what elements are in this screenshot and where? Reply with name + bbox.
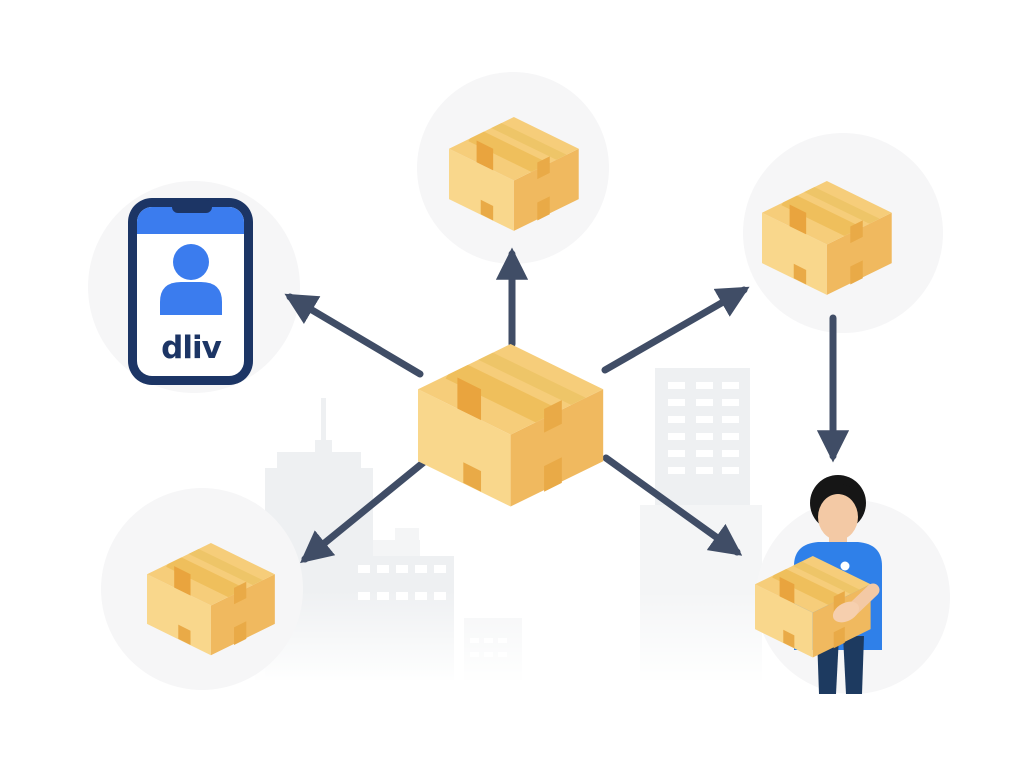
avatar-head <box>173 244 209 280</box>
user-avatar-icon <box>160 244 222 315</box>
courier-hair-fringe <box>818 483 865 512</box>
tower-top <box>277 452 361 470</box>
courier-hand <box>832 601 860 623</box>
arrow-to-bottom-left-package <box>300 458 428 564</box>
arrow-to-courier <box>602 454 743 556</box>
distribution-arrows <box>284 247 850 564</box>
courier <box>755 475 882 694</box>
courier-face <box>818 494 858 540</box>
arrow-to-top-right-package <box>601 286 750 374</box>
central-package-icon <box>418 344 619 507</box>
phone-app-label: dliv <box>161 330 221 366</box>
phone-app: dliv <box>128 198 253 385</box>
arrow-to-phone <box>284 293 424 378</box>
phone-notch <box>172 200 212 213</box>
skyline-fade <box>220 590 800 685</box>
shirt-logo-dot <box>840 561 850 571</box>
antenna-spire <box>321 398 326 452</box>
courier-leg-right <box>843 636 864 694</box>
avatar-body <box>160 282 222 315</box>
